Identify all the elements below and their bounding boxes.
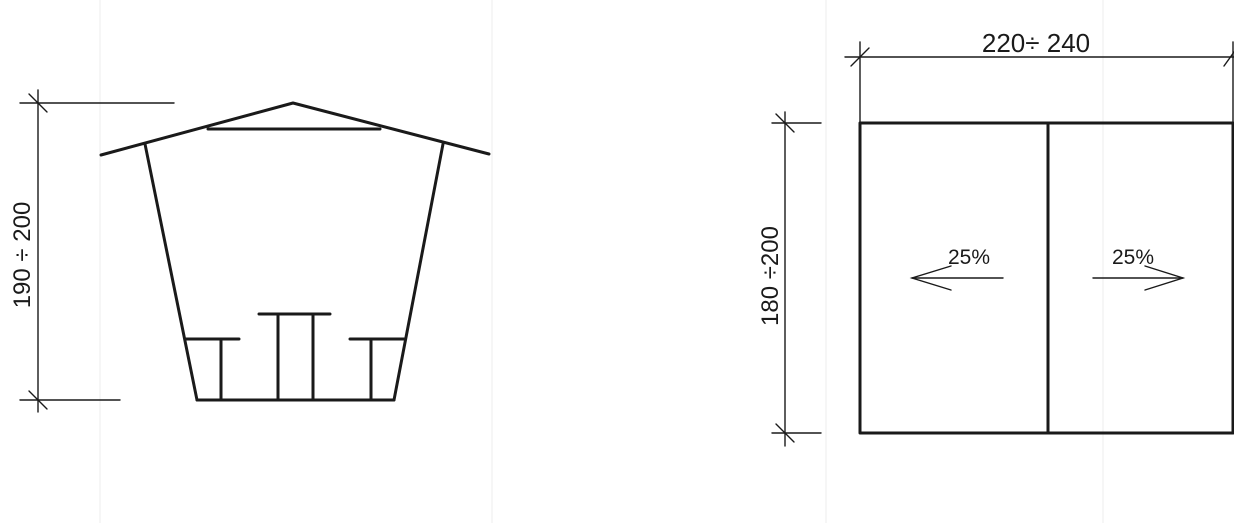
plan-height-dimension-label: 180 ÷200	[757, 226, 784, 326]
height-dimension-label: 190 ÷ 200	[9, 202, 36, 309]
roof-plan: 25% 25% 220÷ 240 180 ÷200	[757, 28, 1234, 447]
gazebo-elevation: 190 ÷ 200	[9, 89, 491, 413]
width-dimension: 220÷ 240	[844, 28, 1234, 124]
right-slope-label: 25%	[1112, 246, 1154, 269]
walls	[143, 142, 445, 402]
left-bench	[184, 337, 241, 402]
plan-height-dimension: 180 ÷200	[757, 111, 822, 447]
width-dimension-label: 220÷ 240	[982, 28, 1090, 58]
roof	[99, 101, 491, 157]
left-slope-arrow: 25%	[909, 246, 1004, 291]
left-slope-label: 25%	[948, 246, 990, 269]
right-slope-arrow: 25%	[1092, 246, 1186, 291]
background-guides	[99, 0, 1104, 523]
table	[257, 312, 332, 402]
height-dimension: 190 ÷ 200	[9, 89, 175, 413]
right-bench	[348, 337, 406, 402]
